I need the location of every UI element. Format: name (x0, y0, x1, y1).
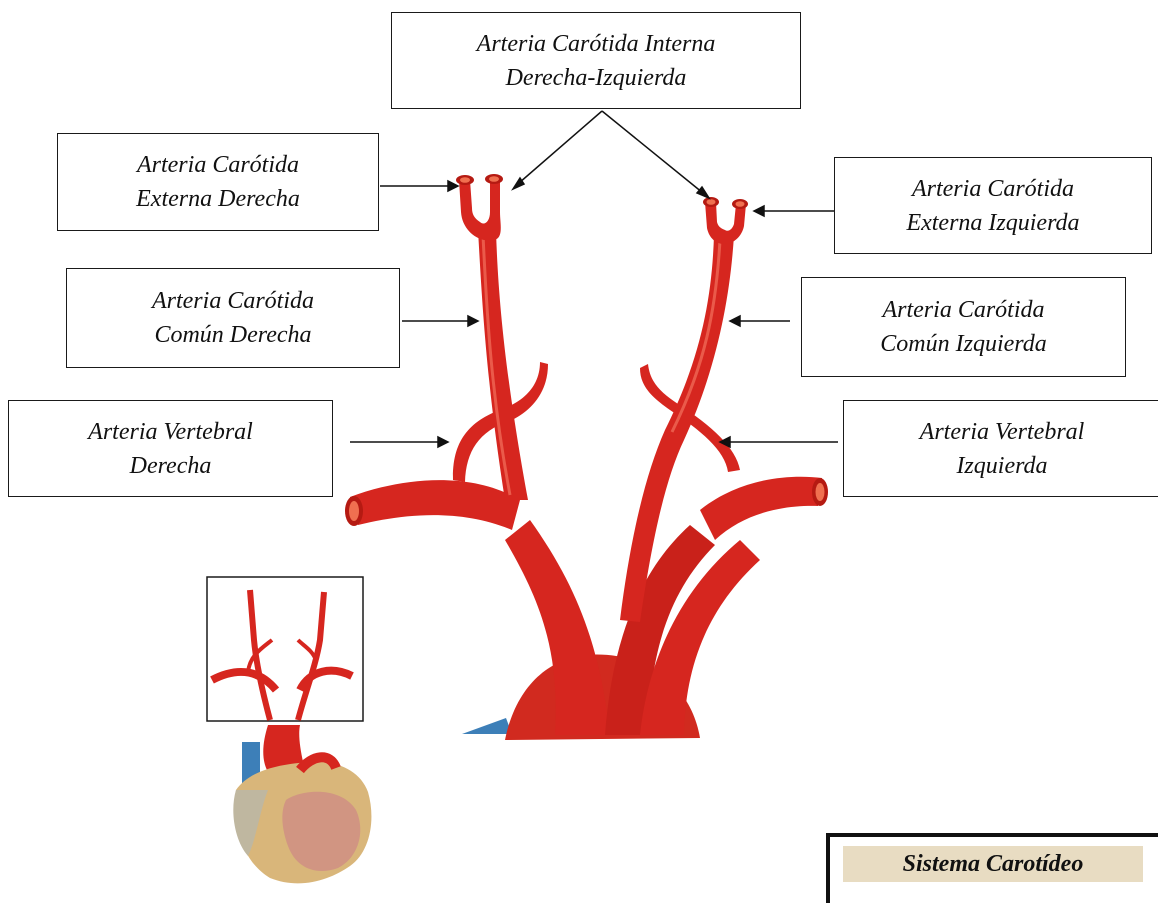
label-common-carotid-left: Arteria Carótida Común Izquierda (801, 277, 1126, 377)
annotation-arrows (350, 111, 838, 447)
left-carotid-bifurcation (703, 197, 748, 244)
right-subclavian-artery (345, 480, 520, 530)
diagram-title: Sistema Carotídeo (843, 846, 1143, 882)
label-internal-carotid: Arteria Carótida Interna Derecha-Izquier… (391, 12, 801, 109)
label-external-carotid-left: Arteria Carótida Externa Izquierda (834, 157, 1152, 254)
label-vertebral-right: Arteria Vertebral Derecha (8, 400, 333, 497)
right-carotid-bifurcation (456, 174, 503, 240)
right-common-carotid-artery (478, 230, 528, 500)
label-vertebral-left: Arteria Vertebral Izquierda (843, 400, 1158, 497)
label-common-carotid-right: Arteria Carótida Común Derecha (66, 268, 400, 368)
aortic-arch (462, 520, 760, 740)
label-external-carotid-right: Arteria Carótida Externa Derecha (57, 133, 379, 231)
inset-heart-thumbnail (207, 577, 371, 883)
left-subclavian-artery (700, 477, 828, 540)
